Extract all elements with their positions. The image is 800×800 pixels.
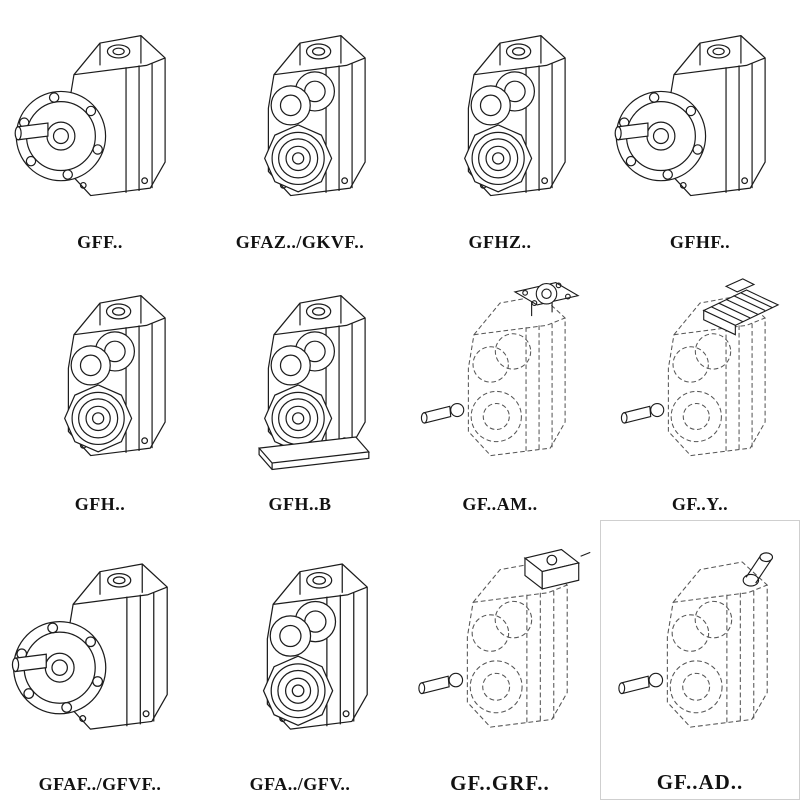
gearbox-phantom-input-flange-drawing bbox=[420, 281, 579, 456]
catalog-cell-gfh: GFH.. bbox=[0, 258, 200, 520]
gearbox-flange-output-drawing bbox=[614, 34, 766, 196]
gearbox-phantom-motor-drawing bbox=[620, 277, 779, 456]
drawing-area bbox=[200, 0, 400, 233]
gearbox-phantom-input-shaft-drawing bbox=[618, 552, 774, 728]
gearbox-hollow-shaft-drawing bbox=[64, 294, 166, 456]
model-label: GFH..B bbox=[268, 494, 332, 515]
drawing-area bbox=[400, 0, 600, 233]
catalog-cell-gf-ad: GF..AD.. bbox=[600, 520, 800, 800]
model-label: GFF.. bbox=[77, 232, 123, 253]
model-label: GFHF.. bbox=[669, 232, 731, 253]
model-label: GF..AD.. bbox=[656, 769, 744, 794]
gearbox-phantom-adapter-drawing bbox=[418, 548, 591, 728]
drawing-area bbox=[400, 520, 600, 772]
model-label: GF..AM.. bbox=[462, 494, 538, 515]
catalog-cell-gfhz: GFHZ.. bbox=[400, 0, 600, 258]
drawing-area bbox=[600, 0, 800, 233]
gearbox-hollow-shaft-drawing bbox=[264, 34, 366, 196]
catalog-cell-gf-am: GF..AM.. bbox=[400, 258, 600, 520]
model-label: GFHZ.. bbox=[468, 232, 532, 253]
catalog-cell-gff: GFF.. bbox=[0, 0, 200, 258]
catalog-cell-gf-y: GF..Y.. bbox=[600, 258, 800, 520]
catalog-cell-gfa-gfv: GFA../GFV.. bbox=[200, 520, 400, 800]
drawing-area bbox=[601, 521, 799, 771]
drawing-area bbox=[200, 258, 400, 495]
model-label: GF..Y.. bbox=[671, 494, 729, 515]
catalog-cell-gfaf-gfvf: GFAF../GFVF.. bbox=[0, 520, 200, 800]
catalog-cell-gfaz-gkvf: GFAZ../GKVF.. bbox=[200, 0, 400, 258]
model-label: GF..GRF.. bbox=[450, 770, 550, 795]
gearbox-hollow-shaft-drawing bbox=[464, 34, 566, 196]
drawing-area bbox=[0, 258, 200, 495]
catalog-cell-gfhf: GFHF.. bbox=[600, 0, 800, 258]
drawing-area bbox=[200, 520, 400, 775]
drawing-area bbox=[0, 520, 200, 775]
drawing-area bbox=[400, 258, 600, 495]
model-label: GFAZ../GKVF.. bbox=[235, 232, 365, 253]
drawing-area bbox=[600, 258, 800, 495]
model-label: GFH.. bbox=[74, 494, 126, 515]
catalog-cell-gfh-b: GFH..B bbox=[200, 258, 400, 520]
gearbox-flange-output-drawing bbox=[14, 34, 166, 196]
gearbox-hollow-shaft-drawing bbox=[262, 562, 368, 730]
drawing-area bbox=[0, 0, 200, 233]
gearbox-hollow-shaft-base-drawing bbox=[258, 294, 370, 470]
model-label: GFAF../GFVF.. bbox=[38, 774, 162, 795]
model-label: GFA../GFV.. bbox=[249, 774, 351, 795]
catalog-cell-gf-grf: GF..GRF.. bbox=[400, 520, 600, 800]
gearbox-flange-output-drawing bbox=[11, 562, 168, 730]
